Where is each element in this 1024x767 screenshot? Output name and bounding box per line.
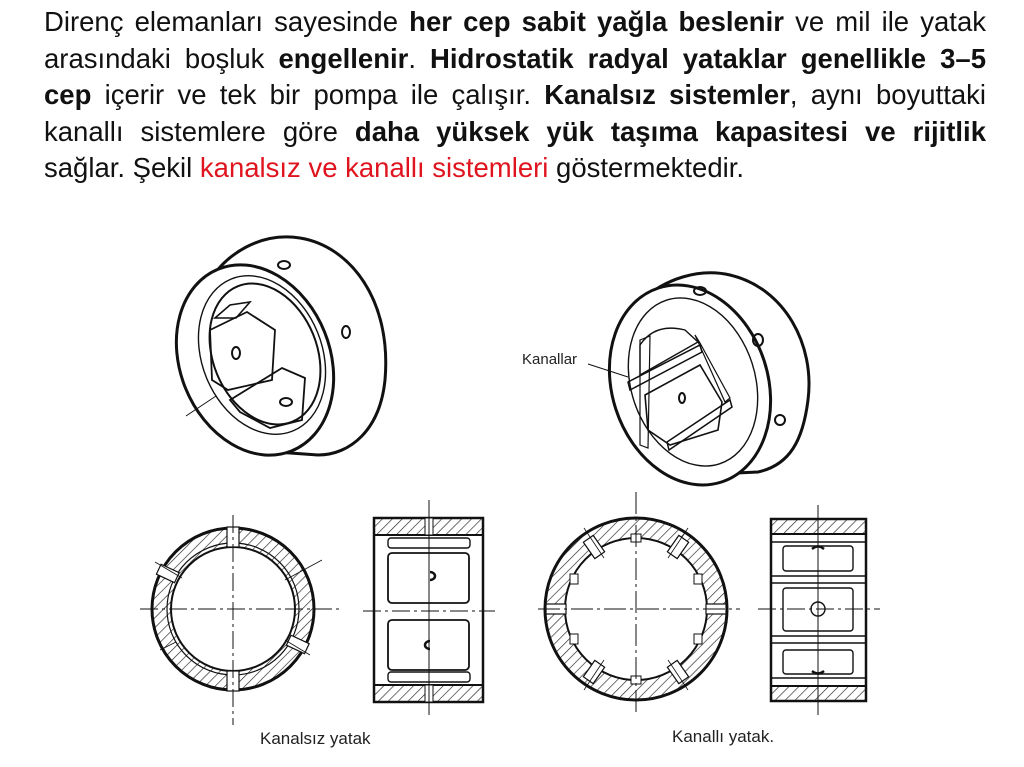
text-segment: sağlar. Şekil [44, 152, 200, 183]
bold-segment-her-cep: her cep sabit yağla beslenir [409, 6, 784, 37]
slide-paragraph: Direnç elemanları sayesinde her cep sabi… [44, 4, 986, 187]
caption-channel-bearing: Kanallı yatak. [672, 727, 775, 746]
section-channel-side [758, 505, 880, 715]
text-segment: göstermektedir. [548, 152, 745, 183]
text-segment: ve mil ile yatak arasındaki boşluk [44, 6, 986, 74]
channels-callout-label: Kanallar [522, 351, 578, 368]
bold-segment-hidrostatik: Hidrostatik radyal yataklar genellikle 3… [44, 42, 986, 111]
text-segment: içerir ve tek bir pompa ile çalışır. [91, 79, 545, 110]
bold-segment-yuk: daha yüksek yük taşıma kapasitesi ve rij… [354, 115, 986, 147]
red-highlight-segment: kanalsız ve kanallı sistemleri [199, 152, 549, 183]
section-non-channel-side [363, 500, 495, 715]
caption-non-channel-bearing: Kanalsız yatak [260, 729, 371, 748]
text-segment: , aynı boyuttaki kanallı sistemlere göre [44, 79, 987, 147]
text-segment: Direnç elemanları sayesinde [44, 6, 410, 37]
isometric-non-channel-bearing [174, 235, 388, 457]
isometric-channel-bearing [587, 271, 811, 487]
section-non-channel-ring [140, 515, 340, 725]
text-segment: . [408, 42, 431, 74]
bold-segment-engellenir: engellenir [278, 42, 409, 74]
bold-segment-kanalsiz: Kanalsız sistemler [544, 79, 790, 110]
section-channel-ring [538, 492, 740, 712]
